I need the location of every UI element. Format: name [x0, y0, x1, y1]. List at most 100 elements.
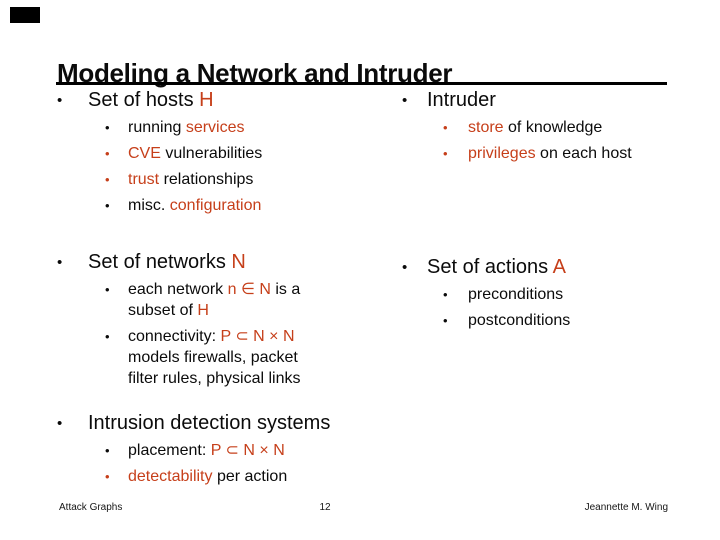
- text-line: placement: P ⊂ N × N: [128, 440, 285, 461]
- bullet-dot-icon: •: [443, 287, 448, 302]
- text-line: running services: [128, 117, 245, 138]
- list-item: • privileges on each host: [443, 143, 632, 164]
- text-segment: configuration: [169, 197, 262, 214]
- text-segment: models firewalls, packet: [128, 349, 298, 366]
- item-text: trust relationships: [128, 169, 253, 190]
- list-item: • each network n ∈ N is a subset of H: [105, 279, 301, 321]
- text-segment: running: [128, 119, 186, 136]
- text-segment: subset of: [128, 302, 198, 319]
- text-line: Set of hosts H: [88, 89, 214, 112]
- text-segment: H: [199, 89, 214, 111]
- text-segment: relationships: [163, 171, 254, 188]
- text-line: preconditions: [468, 284, 563, 305]
- text-segment: preconditions: [468, 286, 564, 303]
- item-text: detectability per action: [128, 466, 287, 487]
- bullet-dot-icon: •: [402, 259, 408, 276]
- footer-author: Jeannette M. Wing: [584, 502, 668, 513]
- text-line: filter rules, physical links: [128, 368, 301, 389]
- text-segment: P ⊂ N × N: [210, 442, 285, 459]
- bullet-dot-icon: •: [105, 282, 110, 297]
- bullet-block-hosts: •Set of hosts H•running services•CVE vul…: [57, 89, 262, 221]
- text-segment: detectability: [128, 468, 213, 485]
- item-text: placement: P ⊂ N × N: [128, 440, 285, 461]
- item-text: each network n ∈ N is a subset of H: [128, 279, 300, 321]
- bullet-dot-icon: •: [443, 313, 448, 328]
- sub-bullet-list: • placement: P ⊂ N × N • detectability per …: [57, 440, 330, 487]
- footer-page-number: 12: [319, 502, 331, 513]
- text-line: store of knowledge: [468, 117, 602, 138]
- text-line: Set of actions A: [427, 256, 566, 279]
- item-text: misc. configuration: [128, 195, 261, 216]
- text-line: CVE vulnerabilities: [128, 143, 262, 164]
- list-item: • trust relationships: [105, 169, 262, 190]
- bullet-dot-icon: •: [105, 198, 110, 213]
- heading-item: • Intrusion detection systems: [57, 412, 330, 435]
- text-segment: each network: [128, 281, 228, 298]
- text-segment: postconditions: [468, 312, 571, 329]
- bullet-dot-icon: •: [57, 415, 63, 432]
- bullet-dot-icon: •: [105, 469, 110, 484]
- text-segment: Set of hosts: [88, 89, 200, 111]
- list-item: • connectivity: P ⊂ N × N models firewalls…: [105, 326, 301, 389]
- text-line: privileges on each host: [468, 143, 632, 164]
- bullet-dot-icon: •: [105, 146, 110, 161]
- text-segment: misc.: [128, 197, 170, 214]
- text-line: Intruder: [427, 89, 496, 112]
- corner-mark: [10, 7, 40, 23]
- text-line: models firewalls, packet: [128, 347, 301, 368]
- text-segment: n ∈ N: [227, 281, 271, 298]
- item-text: Intruder: [427, 89, 496, 112]
- text-line: Set of networks N: [88, 251, 246, 274]
- item-text: postconditions: [468, 310, 570, 331]
- bullet-block-actions: • Set of actions A • preconditions • postcond…: [402, 256, 570, 336]
- text-segment: Set of networks: [88, 251, 232, 273]
- text-segment: A: [552, 256, 566, 278]
- text-segment: Set of actions: [427, 256, 553, 278]
- text-segment: Intrusion detection systems: [88, 412, 331, 434]
- text-segment: filter rules, physical links: [128, 370, 301, 387]
- sub-bullet-list: • preconditions • postconditions: [402, 284, 570, 331]
- text-line: misc. configuration: [128, 195, 261, 216]
- item-text: preconditions: [468, 284, 563, 305]
- bullet-dot-icon: •: [105, 443, 110, 458]
- item-text: running services: [128, 117, 245, 138]
- text-segment: vulnerabilities: [165, 145, 263, 162]
- text-line: postconditions: [468, 310, 570, 331]
- text-segment: CVE: [128, 145, 166, 162]
- text-segment: P ⊂ N × N: [220, 328, 295, 345]
- bullet-dot-icon: •: [105, 329, 110, 344]
- text-segment: of knowledge: [503, 119, 603, 136]
- list-item: • detectability per action: [105, 466, 330, 487]
- text-segment: is a: [270, 281, 301, 298]
- list-item: • placement: P ⊂ N × N: [105, 440, 330, 461]
- bullet-dot-icon: •: [443, 120, 448, 135]
- heading-item: • Set of networks N: [57, 251, 301, 274]
- heading-item: • Intruder: [402, 89, 632, 112]
- bullet-dot-icon: •: [402, 92, 408, 109]
- text-segment: placement:: [128, 442, 211, 459]
- text-line: connectivity: P ⊂ N × N: [128, 326, 301, 347]
- text-segment: per action: [212, 468, 288, 485]
- bullet-dot-icon: •: [443, 146, 448, 161]
- sub-bullet-list: • running services • CVE vulnerabilities • tr…: [57, 117, 262, 216]
- text-segment: H: [197, 302, 209, 319]
- heading-item: •Set of hosts H: [57, 89, 262, 112]
- bullet-block-ids: • Intrusion detection systems • placement: …: [57, 412, 330, 492]
- item-text: Intrusion detection systems: [88, 412, 330, 435]
- item-text: store of knowledge: [468, 117, 602, 138]
- list-item: • postconditions: [443, 310, 570, 331]
- bullet-dot-icon: •: [105, 172, 110, 187]
- list-item: • CVE vulnerabilities: [105, 143, 262, 164]
- text-segment: services: [185, 119, 245, 136]
- text-segment: N: [231, 251, 246, 273]
- text-line: each network n ∈ N is a: [128, 279, 300, 300]
- footer-deck-title: Attack Graphs: [59, 502, 123, 513]
- item-text: CVE vulnerabilities: [128, 143, 262, 164]
- text-segment: Intruder: [427, 89, 496, 111]
- heading-item: • Set of actions A: [402, 256, 570, 279]
- text-segment: connectivity:: [128, 328, 221, 345]
- bullet-dot-icon: •: [57, 254, 63, 271]
- text-segment: privileges: [468, 145, 536, 162]
- text-line: trust relationships: [128, 169, 253, 190]
